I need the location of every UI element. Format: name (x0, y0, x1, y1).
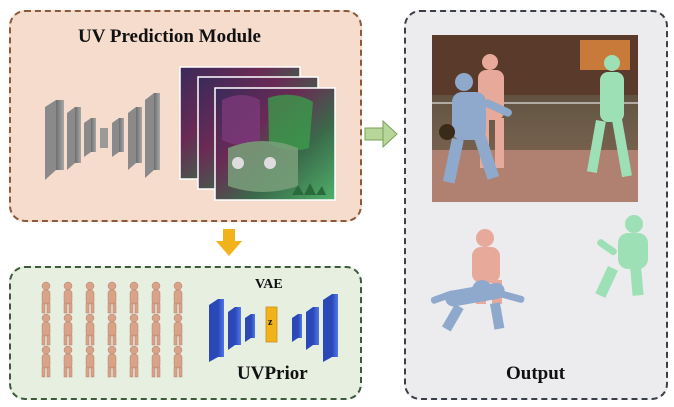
body-sample-grid (41, 281, 182, 378)
encoder-decoder-network (45, 93, 160, 180)
uv-module-title: UV Prediction Module (78, 26, 261, 47)
output-scene-photo (432, 35, 638, 202)
output-mesh-single (595, 215, 648, 298)
output-title: Output (506, 363, 566, 384)
vae-label: VAE (255, 277, 283, 292)
latent-z-label: z (268, 317, 273, 328)
uv-prior-title: UVPrior (237, 363, 308, 384)
down-arrow-icon (216, 229, 242, 256)
vae-network (209, 294, 338, 362)
uv-map-stack (179, 66, 336, 201)
right-arrow-icon (364, 119, 398, 149)
output-mesh-pair (430, 229, 525, 332)
